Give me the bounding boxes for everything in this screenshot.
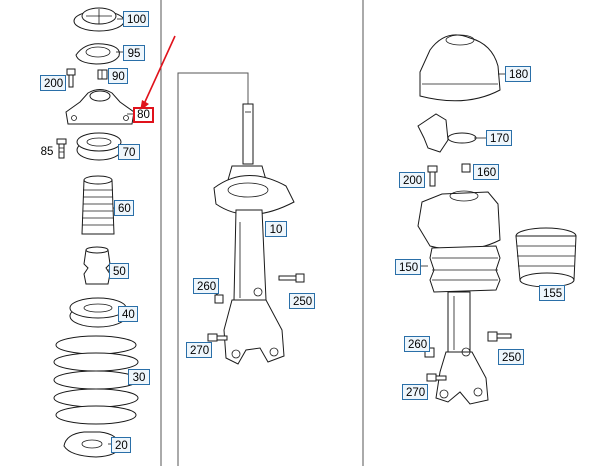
part-160-nut xyxy=(461,163,471,173)
part-50-bump-stop xyxy=(83,246,111,285)
part-70-bearing xyxy=(76,132,124,161)
part-200-bolt-right xyxy=(427,165,438,187)
label-200-left: 200 xyxy=(40,75,66,91)
part-90-nut xyxy=(97,69,108,80)
label-60: 60 xyxy=(114,200,134,216)
label-10: 10 xyxy=(265,221,287,237)
part-80-strut-mount xyxy=(65,89,135,125)
label-90: 90 xyxy=(108,68,128,84)
label-70: 70 xyxy=(118,144,140,160)
label-270-right: 270 xyxy=(402,384,428,400)
label-250-center: 250 xyxy=(289,293,315,309)
label-85: 85 xyxy=(40,146,54,158)
part-30-coil-spring xyxy=(53,335,139,425)
label-80-highlighted: 80 xyxy=(133,107,154,123)
label-150: 150 xyxy=(395,259,421,275)
part-155-boot xyxy=(515,227,577,289)
part-95-cover xyxy=(75,43,123,65)
label-100: 100 xyxy=(123,11,149,27)
part-85-stud xyxy=(56,138,67,159)
label-250-right: 250 xyxy=(498,349,524,365)
assembly-bracket-line xyxy=(177,72,249,466)
part-270-bolt-right xyxy=(426,373,447,382)
part-170-bracket xyxy=(417,113,486,153)
label-260-right: 260 xyxy=(404,336,430,352)
label-50: 50 xyxy=(109,263,129,279)
label-155: 155 xyxy=(539,285,565,301)
highlight-arrow xyxy=(140,35,176,111)
part-100-top-cap xyxy=(73,7,125,32)
part-250-bolt-right xyxy=(487,331,512,342)
part-200-bolt-left xyxy=(66,68,76,88)
part-180-cover xyxy=(419,34,506,102)
label-180: 180 xyxy=(505,66,531,82)
label-160: 160 xyxy=(473,164,499,180)
part-10-strut-assembly xyxy=(213,103,295,365)
label-260-center: 260 xyxy=(193,278,219,294)
label-170: 170 xyxy=(486,130,512,146)
part-150-air-strut xyxy=(417,190,501,405)
label-30: 30 xyxy=(128,369,150,385)
label-200-right: 200 xyxy=(399,172,425,188)
part-60-dust-boot xyxy=(81,175,115,235)
label-40: 40 xyxy=(118,306,138,322)
part-270-bolt-center xyxy=(207,333,228,342)
label-20: 20 xyxy=(111,437,131,453)
label-95: 95 xyxy=(123,45,145,61)
part-40-spring-pad xyxy=(69,297,127,328)
part-250-bolt-center xyxy=(278,273,305,283)
label-270-center: 270 xyxy=(186,342,212,358)
